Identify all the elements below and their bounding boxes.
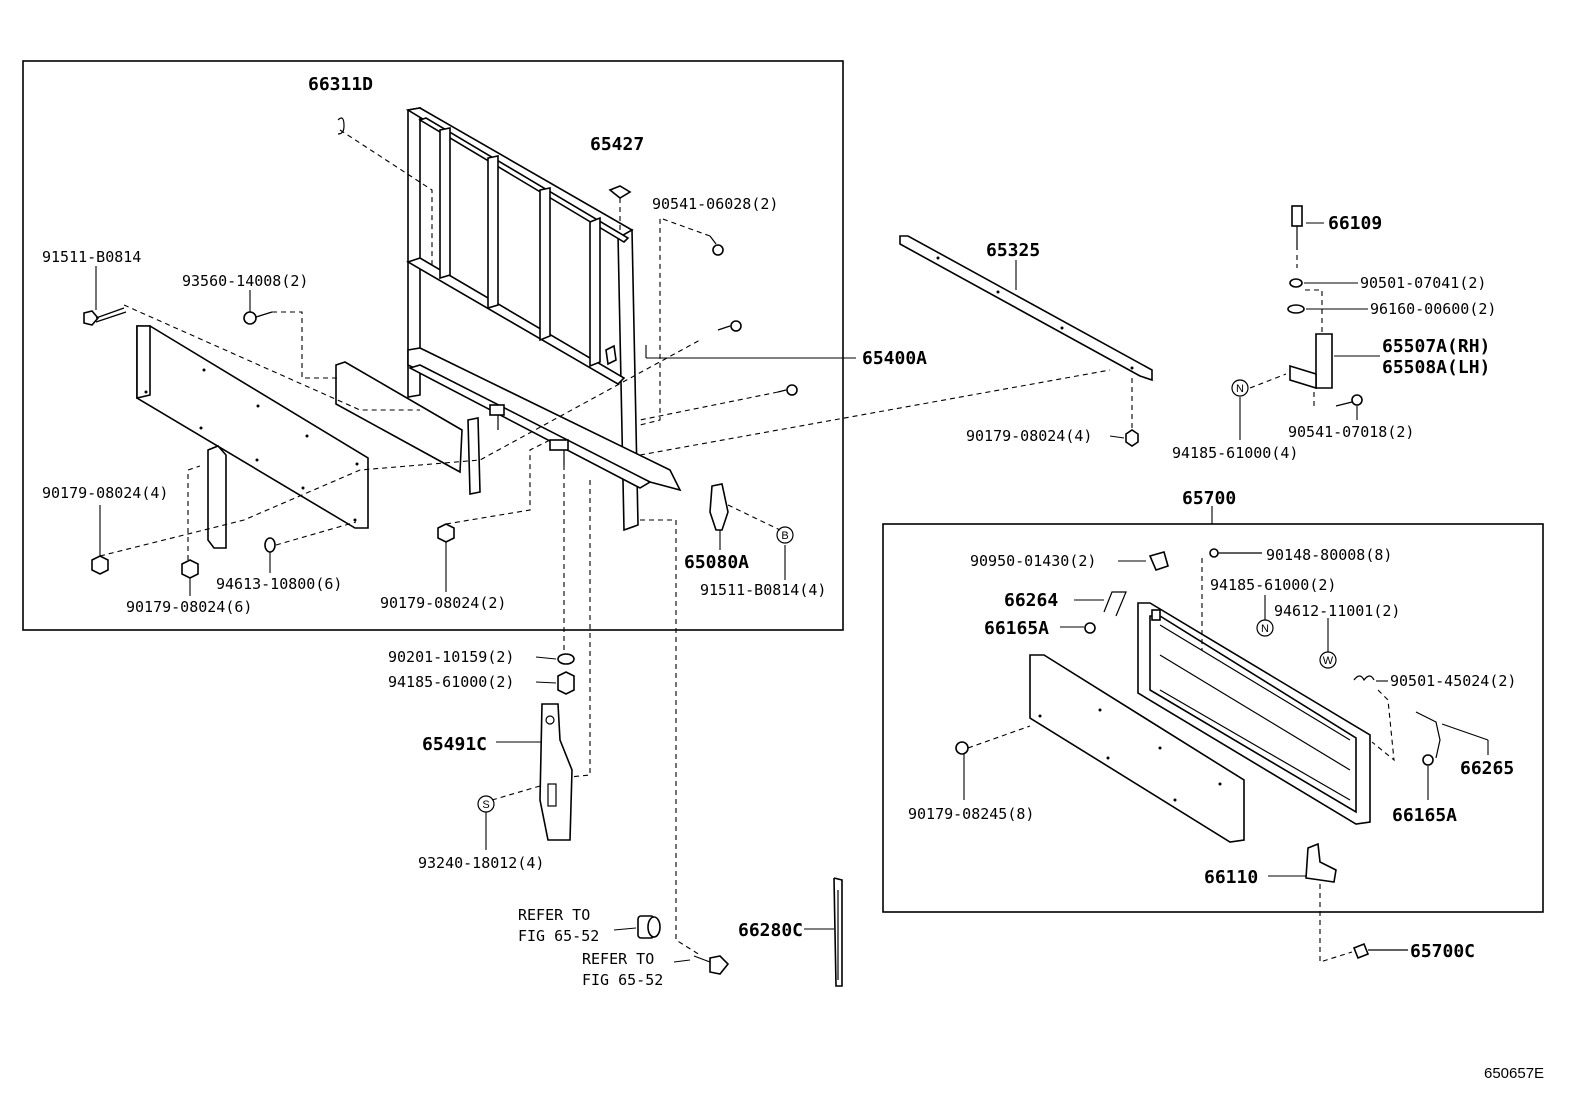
label-94612-11001: 94612-11001(2)	[1274, 602, 1400, 620]
refer-note-2-line1: REFER TO	[582, 950, 654, 968]
label-90541-07018: 90541-07018(2)	[1288, 423, 1414, 441]
label-96160-00600: 96160-00600(2)	[1370, 300, 1496, 318]
label-90950-01430: 90950-01430(2)	[970, 552, 1096, 570]
cap-65427	[608, 185, 632, 199]
label-93560-14008: 93560-14008(2)	[182, 272, 308, 290]
label-93240-18012: 93240-18012(4)	[418, 854, 544, 872]
nut-90179-08024-6	[181, 559, 199, 579]
bolt-mid-2	[777, 384, 798, 396]
headboard-group-box	[22, 60, 844, 631]
tailgate-frame	[1137, 602, 1371, 825]
label-90179-08024-4b: 90179-08024(4)	[966, 427, 1092, 445]
label-90501-07041: 90501-07041(2)	[1360, 274, 1486, 292]
callout-w: W	[1319, 651, 1337, 669]
washer-94613-10800	[264, 537, 276, 553]
label-65700C: 65700C	[1410, 941, 1475, 962]
cross-sill-65325	[899, 235, 1153, 447]
label-65508A: 65508A(LH)	[1382, 357, 1490, 378]
bolt-refer-2	[693, 955, 730, 975]
svg-text:W: W	[1323, 655, 1334, 667]
label-90541-06028: 90541-06028(2)	[652, 195, 778, 213]
svg-text:N: N	[1236, 383, 1244, 395]
label-90179-08245: 90179-08245(8)	[908, 805, 1034, 823]
refer-note-1-line1: REFER TO	[518, 906, 590, 924]
label-66280C: 66280C	[738, 920, 803, 941]
washer-90201-10159	[557, 653, 575, 665]
label-91511-B0814: 91511-B0814	[42, 248, 141, 266]
callout-b: B	[776, 526, 794, 544]
bracket-65491C	[539, 703, 573, 841]
label-66311D: 66311D	[308, 74, 373, 95]
label-90179-08024-4a: 90179-08024(4)	[42, 484, 168, 502]
refer-note-1-line2: FIG 65-52	[518, 927, 599, 945]
hinge-assembly	[1249, 205, 1363, 408]
bolt-93560-14008	[243, 311, 273, 325]
tailgate-group-box	[882, 523, 1544, 913]
callout-n-2: N	[1256, 619, 1274, 637]
label-65507A: 65507A(RH)	[1382, 336, 1490, 357]
label-66165A-a: 66165A	[984, 618, 1049, 639]
label-65700: 65700	[1182, 488, 1236, 509]
label-90201-10159: 90201-10159(2)	[388, 648, 514, 666]
headboard-inner-panel	[335, 361, 463, 474]
svg-text:B: B	[781, 530, 788, 542]
nut-90179-08024-4	[91, 555, 109, 575]
label-65427: 65427	[590, 134, 644, 155]
label-90179-08024-6: 90179-08024(6)	[126, 598, 252, 616]
refer-note-2-line2: FIG 65-52	[582, 971, 663, 989]
label-94185-61000-2b: 94185-61000(2)	[388, 673, 514, 691]
headboard-frame	[405, 107, 682, 532]
label-90148-80008: 90148-80008(8)	[1266, 546, 1392, 564]
tailgate-panel	[1029, 654, 1245, 843]
label-94185-61000-4: 94185-61000(4)	[1172, 444, 1298, 462]
label-65491C: 65491C	[422, 734, 487, 755]
label-66109: 66109	[1328, 213, 1382, 234]
label-66165A-b: 66165A	[1392, 805, 1457, 826]
callout-n-1: N	[1231, 379, 1249, 397]
label-65325: 65325	[986, 240, 1040, 261]
label-94185-61000-2a: 94185-61000(2)	[1210, 576, 1336, 594]
bushing-refer-1	[637, 915, 661, 939]
headboard-front-panel	[136, 325, 369, 529]
label-90501-45024: 90501-45024(2)	[1390, 672, 1516, 690]
label-66110: 66110	[1204, 867, 1258, 888]
label-66264: 66264	[1004, 590, 1058, 611]
side-bracket-mid	[467, 417, 481, 495]
bolt-mid-1	[717, 320, 742, 332]
strap-66280C	[833, 877, 843, 987]
label-94613-10800: 94613-10800(6)	[216, 575, 342, 593]
label-90179-08024-2: 90179-08024(2)	[380, 594, 506, 612]
callout-s: S	[477, 795, 495, 813]
label-91511-B0814-4: 91511-B0814(4)	[700, 581, 826, 599]
label-65080A: 65080A	[684, 552, 749, 573]
bolt-90541-06028	[709, 235, 724, 256]
nut-90179-08024-2	[437, 523, 455, 543]
svg-text:N: N	[1261, 623, 1269, 635]
side-bracket-left	[207, 445, 227, 549]
diagram-code: 650657E	[1484, 1065, 1544, 1082]
nut-94185-61000	[557, 671, 575, 695]
tailgate-hardware	[955, 548, 1441, 963]
latch-65080A	[709, 483, 729, 531]
bolt-91511-B0814	[83, 307, 127, 326]
clip-66311D	[337, 117, 345, 135]
svg-text:S: S	[482, 799, 489, 811]
label-65400A: 65400A	[862, 348, 927, 369]
label-66265: 66265	[1460, 758, 1514, 779]
